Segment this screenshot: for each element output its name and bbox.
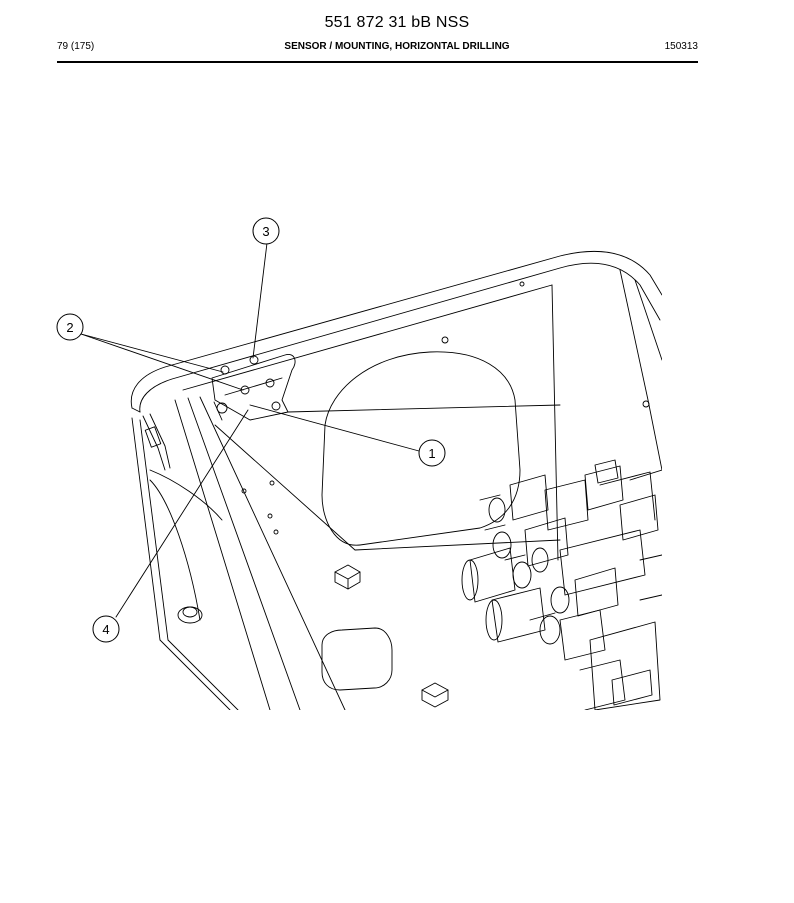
header-rule: [57, 61, 698, 63]
callout-bubble-2: [56, 313, 84, 341]
equipment-illustration: [130, 250, 662, 710]
page-reference: 79 (175): [57, 41, 95, 52]
document-number: 551 872 31 bB NSS: [324, 14, 470, 31]
callout-bubble-1: [418, 439, 446, 467]
callout-label-4: 4: [102, 622, 109, 637]
section-title: SENSOR / MOUNTING, HORIZONTAL DRILLING: [284, 41, 510, 52]
callout-leaders: [80, 242, 420, 618]
callout-bubble-3: [252, 217, 280, 245]
valve-block: [461, 459, 662, 710]
callout-label-3: 3: [262, 224, 269, 239]
callout-bubble-4: [92, 615, 120, 643]
date-code: 150313: [664, 41, 698, 52]
callout-label-2: 2: [66, 320, 73, 335]
callout-label-1: 1: [428, 446, 435, 461]
